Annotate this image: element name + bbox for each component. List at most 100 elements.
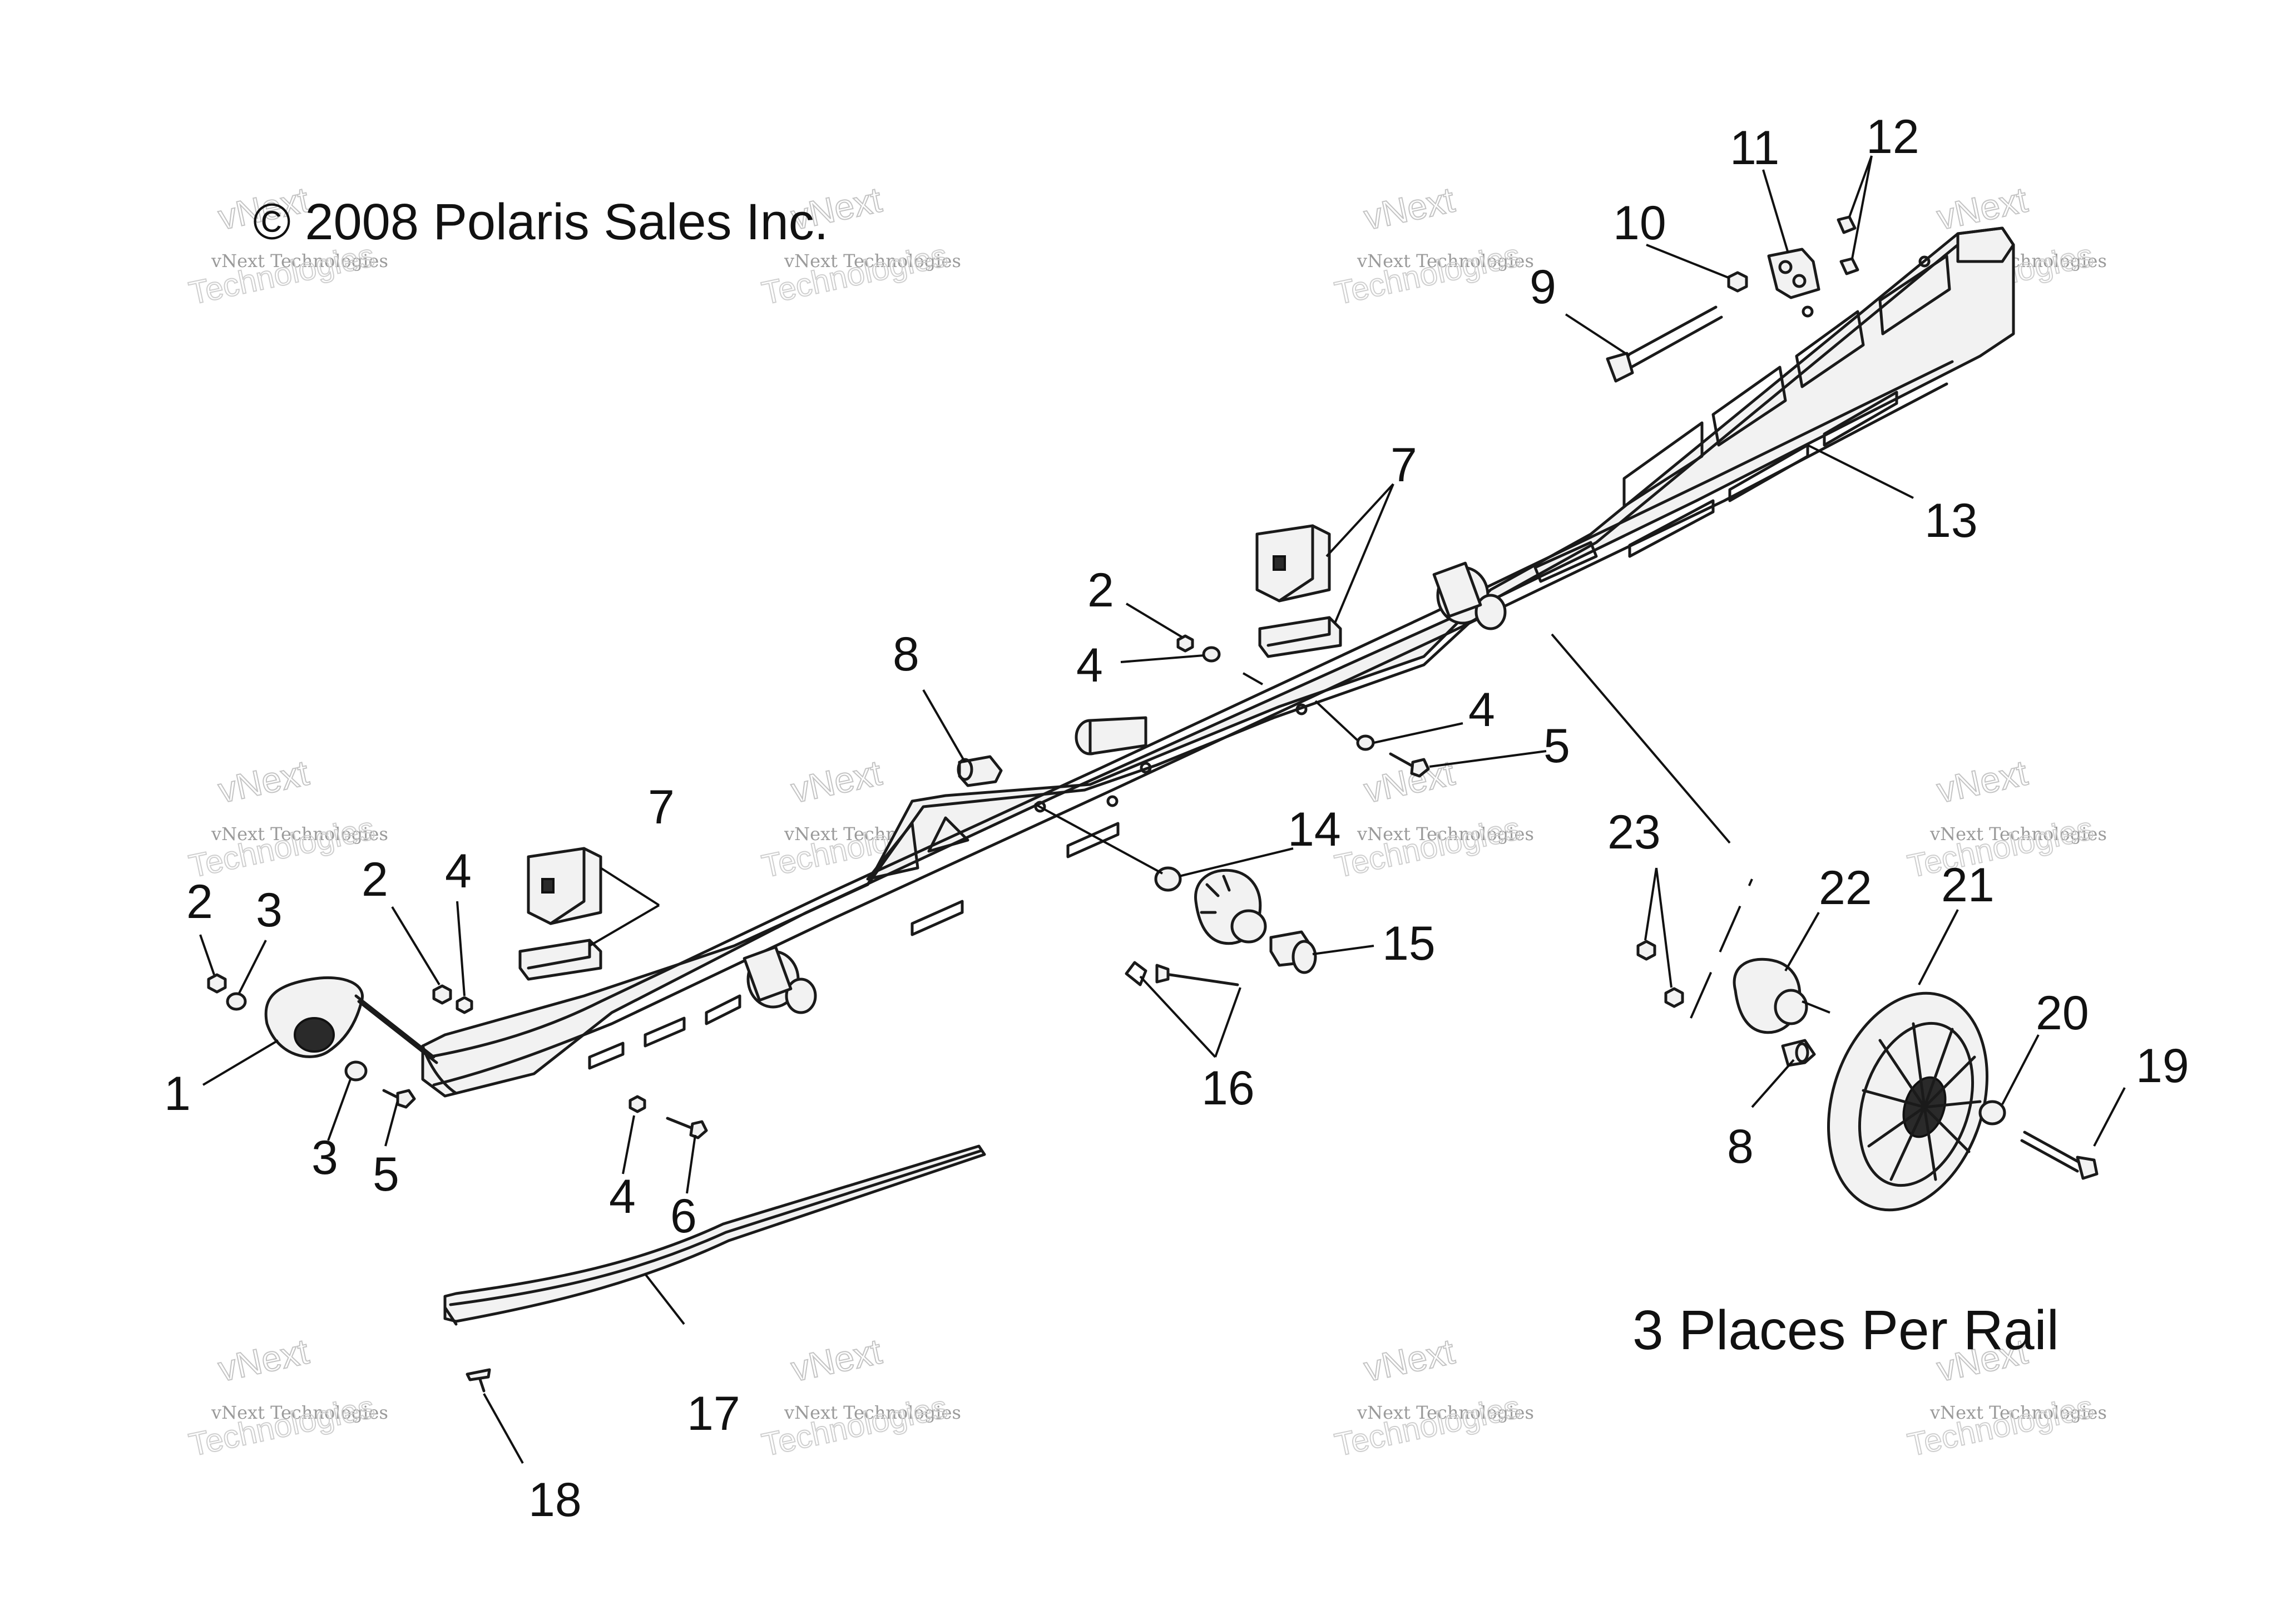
- svg-text:Technologies: Technologies: [1332, 810, 1523, 885]
- callout-18: 18: [528, 1473, 582, 1527]
- rail-windows: [588, 254, 1951, 1070]
- nuts-23: [1636, 940, 1684, 1008]
- callout-22: 22: [1819, 861, 1872, 915]
- svg-text:vNext Technologies: vNext Technologies: [1357, 823, 1534, 845]
- copyright-text: © 2008 Polaris Sales Inc.: [253, 194, 828, 250]
- nut-2-upper: [1176, 634, 1194, 653]
- callout-8: 8: [1727, 1120, 1754, 1173]
- watermark: vNext vNext Technologies Technologies: [185, 752, 388, 886]
- svg-text:Technologies: Technologies: [759, 1389, 951, 1463]
- callout-labels: 1 2 3 3 5 2 4 7 4 6 17 18 8 2 4 7 4 5 14…: [164, 110, 2189, 1527]
- rail-idler-boss-front: [743, 945, 817, 1014]
- svg-text:vNext: vNext: [1360, 180, 1458, 238]
- rivets-12: [1837, 215, 1859, 275]
- callout-4: 4: [1076, 639, 1103, 692]
- callout-11: 11: [1730, 121, 1779, 175]
- bracket-11: [1767, 248, 1820, 299]
- callout-4: 4: [609, 1170, 636, 1223]
- callout-7: 7: [648, 781, 675, 834]
- svg-text:Technologies: Technologies: [1904, 810, 2096, 885]
- watermark: vNext vNext Technologies Technologies: [185, 1331, 388, 1464]
- callout-20: 20: [2036, 986, 2089, 1040]
- rail-shock-mount: [1075, 716, 1147, 756]
- washer-20: [1978, 1100, 2006, 1126]
- callout-3: 3: [256, 883, 283, 937]
- svg-text:Technologies: Technologies: [186, 1389, 378, 1463]
- callout-10: 10: [1613, 196, 1666, 250]
- rail-holes: [1034, 255, 1931, 813]
- callout-4: 4: [445, 845, 472, 898]
- watermark: vNext vNext Technologies Technologies: [1331, 1331, 1534, 1464]
- nut-4-bottom: [629, 1095, 646, 1113]
- callout-16: 16: [1201, 1062, 1255, 1115]
- wheel-21: [1827, 991, 1988, 1212]
- watermark: vNext vNext Technologies Technologies: [758, 1331, 961, 1464]
- svg-text:vNext Technologies: vNext Technologies: [1929, 823, 2107, 845]
- rail-idler-boss-rear: [1432, 561, 1507, 630]
- cut-line: [1690, 878, 1753, 1019]
- leader-lines: [199, 155, 2126, 1464]
- svg-text:vNext Technologies: vNext Technologies: [1357, 1402, 1534, 1423]
- svg-text:vNext Technologies: vNext Technologies: [1929, 1402, 2107, 1423]
- callout-21: 21: [1941, 858, 1995, 912]
- svg-text:Technologies: Technologies: [1332, 1389, 1523, 1463]
- note-text: 3 Places Per Rail: [1632, 1299, 2059, 1361]
- rail-channel-edge: [427, 360, 1954, 1059]
- callout-4: 4: [1468, 683, 1495, 737]
- bolt-6: [666, 1117, 708, 1139]
- bolt-18: [466, 1368, 491, 1393]
- svg-text:vNext Technologies: vNext Technologies: [784, 250, 961, 272]
- block-7-rear-small: [1258, 616, 1342, 658]
- idler-wheel-hub: [1194, 868, 1267, 945]
- svg-text:Technologies: Technologies: [186, 810, 378, 885]
- svg-text:vNext: vNext: [1360, 1331, 1458, 1389]
- watermark: vNext vNext Technologies Technologies: [1904, 752, 2107, 886]
- callout-13: 13: [1924, 494, 1978, 547]
- svg-text:vNext: vNext: [1933, 753, 2031, 811]
- svg-text:vNext: vNext: [1360, 753, 1458, 811]
- svg-text:vNext: vNext: [1933, 180, 2031, 238]
- svg-text:vNext Technologies: vNext Technologies: [1357, 250, 1534, 272]
- spacer-8-upper: [957, 755, 1003, 787]
- nut-4-mid: [456, 996, 473, 1014]
- block-7-front: [527, 847, 602, 925]
- callout-2: 2: [1087, 564, 1114, 617]
- washer-4-right: [1356, 734, 1375, 751]
- callout-2: 2: [362, 853, 388, 906]
- rail-top-flange: [866, 243, 1959, 886]
- pin-16: [1125, 961, 1239, 986]
- svg-text:vNext Technologies: vNext Technologies: [784, 1402, 961, 1423]
- bolt-19: [2020, 1131, 2099, 1180]
- svg-text:vNext: vNext: [788, 1331, 885, 1389]
- wear-strip: [443, 1144, 986, 1326]
- bearing-22: [1733, 957, 1808, 1034]
- callout-19: 19: [2136, 1039, 2189, 1093]
- block-7-front-small: [518, 939, 602, 981]
- nut-2-front-left: [207, 973, 227, 994]
- bolt-8-lower: [1781, 1039, 1816, 1067]
- bolt-5-front: [382, 1089, 416, 1109]
- rail-assembly: [421, 226, 2015, 1098]
- callout-15: 15: [1382, 917, 1436, 970]
- nut-2-mid: [432, 984, 452, 1005]
- svg-text:Technologies: Technologies: [1332, 237, 1523, 312]
- svg-text:vNext: vNext: [788, 753, 885, 811]
- callout-7: 7: [1391, 438, 1417, 492]
- rail-rear-cap: [1956, 226, 2015, 263]
- callout-1: 1: [164, 1067, 191, 1121]
- callout-17: 17: [687, 1387, 740, 1440]
- callout-8: 8: [893, 628, 919, 681]
- nut-10: [1727, 271, 1748, 293]
- watermark: vNext vNext Technologies Technologies: [1331, 179, 1534, 313]
- callout-2: 2: [186, 875, 213, 929]
- washer-3-top: [226, 992, 247, 1011]
- callout-23: 23: [1607, 806, 1661, 859]
- callout-5: 5: [373, 1148, 399, 1201]
- watermark: vNext vNext Technologies Technologies: [1331, 752, 1534, 886]
- callout-6: 6: [670, 1189, 697, 1243]
- front-tip-bumper: [264, 976, 438, 1064]
- hardware-front-nuts: [207, 973, 708, 1393]
- axle-15: [1269, 930, 1317, 974]
- bolt-5-right: [1389, 752, 1430, 778]
- svg-text:vNext: vNext: [215, 753, 312, 811]
